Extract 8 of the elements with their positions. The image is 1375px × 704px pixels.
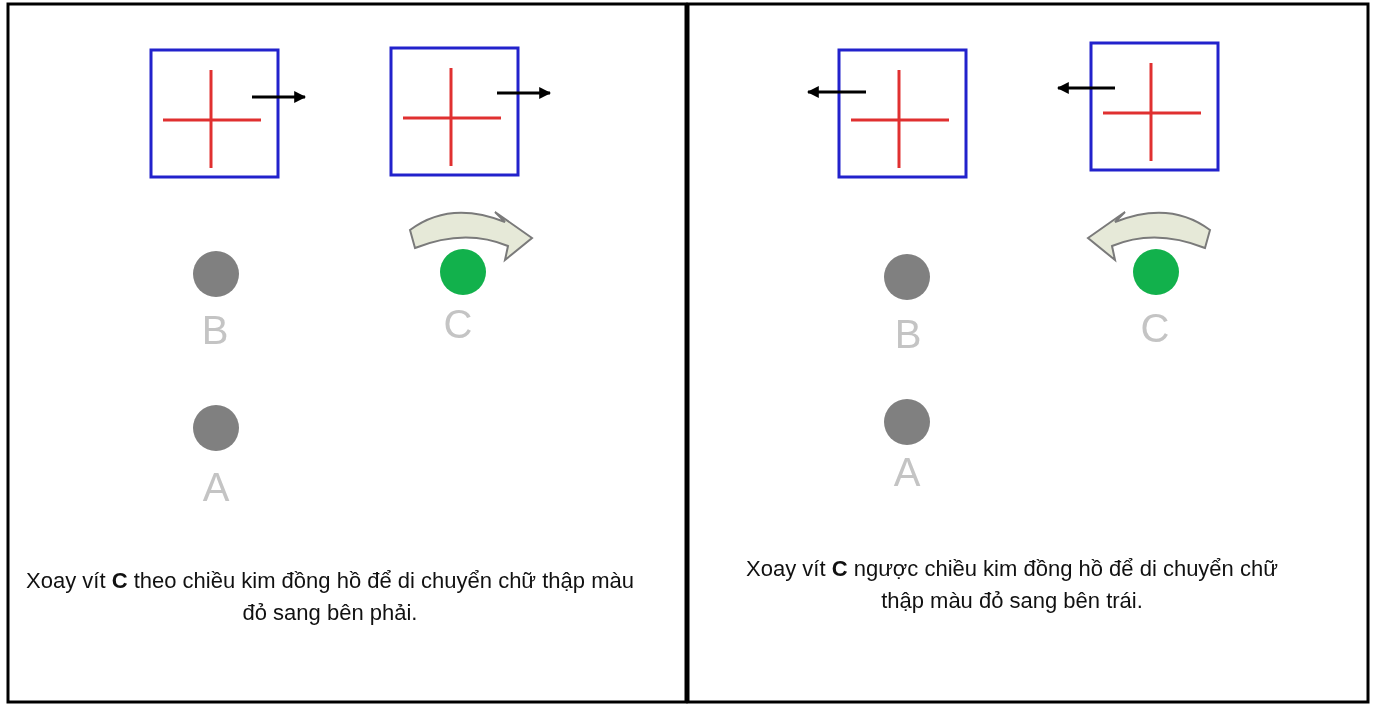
instruction-text: Xoay vít C theo chiều kim đồng hồ để di chuyển chữ thập màu đỏ sang bên phải. [25, 567, 635, 627]
instruction-text: Xoay vít C ngược chiều kim đồng hồ để di chuyển chữ thập màu đỏ sang bên trái. [745, 555, 1279, 615]
screw-letter: C [1140, 308, 1170, 348]
screw-letter: A [202, 467, 230, 507]
screw-letter: B [894, 314, 922, 354]
screw-letter: C [443, 304, 473, 344]
screw-letter: B [201, 310, 229, 350]
screw-letter: A [893, 452, 921, 492]
